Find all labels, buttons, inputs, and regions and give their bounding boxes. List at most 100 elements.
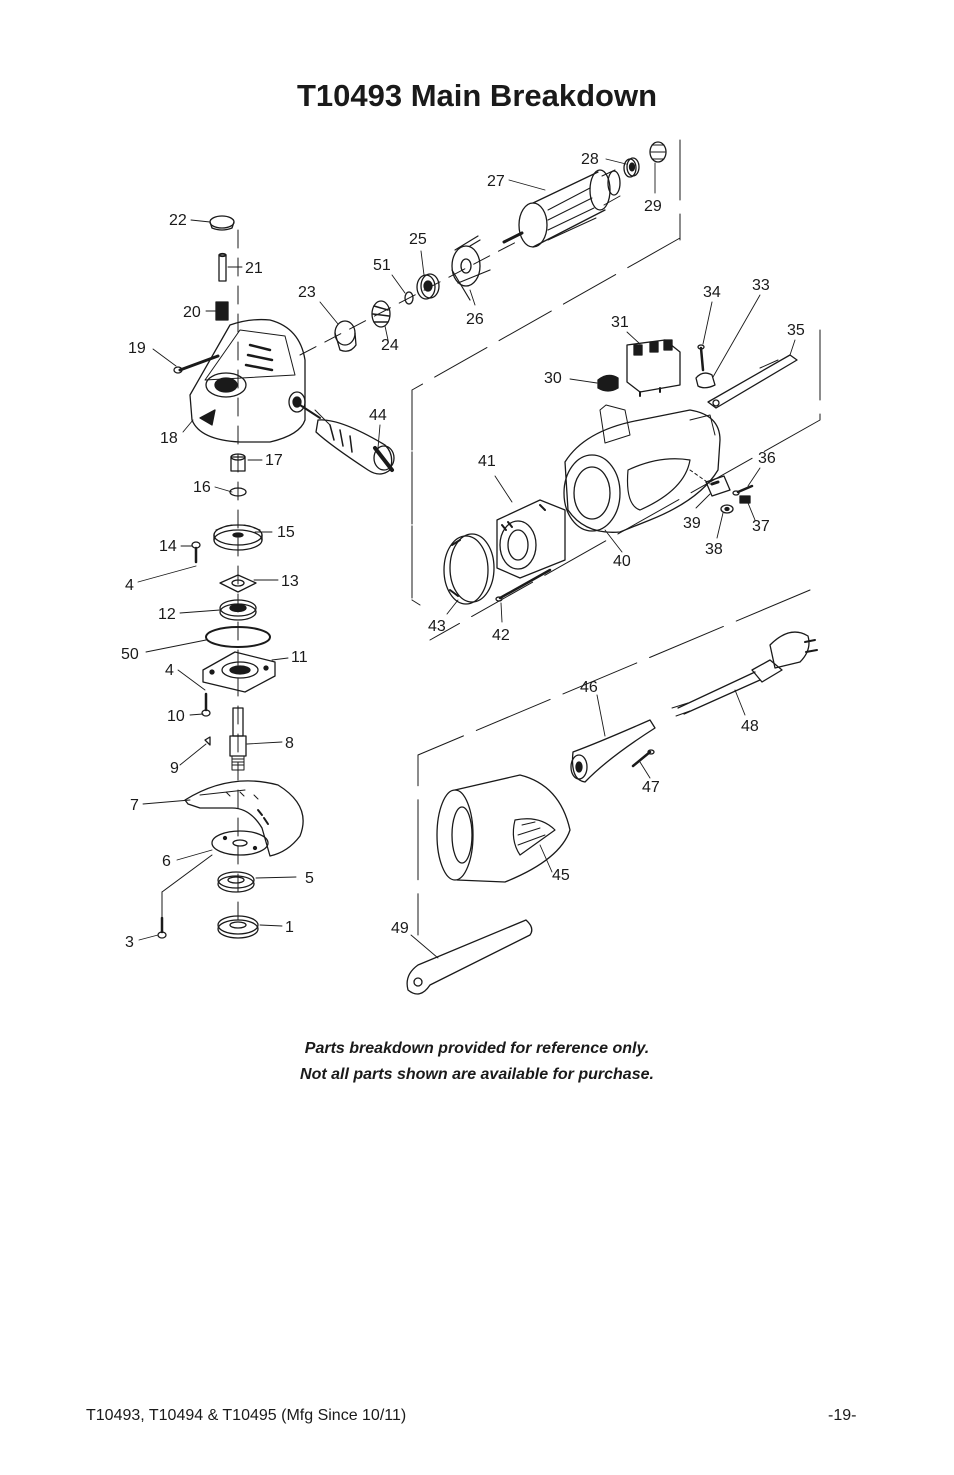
part-label-22: 22: [169, 212, 187, 229]
part-14-screw: [191, 541, 201, 564]
part-31-switch: [626, 339, 681, 397]
part-label-1: 1: [285, 919, 294, 936]
cord-frame-outline: [417, 589, 811, 936]
part-label-36: 36: [758, 450, 776, 467]
part-label-47: 47: [642, 779, 660, 796]
part-label-35: 35: [787, 322, 805, 339]
part-label-8: 8: [285, 735, 294, 752]
part-37-brush: [739, 495, 751, 504]
part-12-ball-bearing: [219, 599, 257, 621]
part-43-baffle: [443, 533, 495, 605]
part-label-13: 13: [281, 573, 299, 590]
part-label-12: 12: [158, 606, 176, 623]
part-41-field: [496, 499, 566, 579]
part-label-50: 50: [121, 646, 139, 663]
part-label-48: 48: [741, 718, 759, 735]
part-17-bushing: [230, 453, 246, 472]
part-label-10: 10: [167, 708, 185, 725]
part-27-armature: [502, 169, 621, 248]
part-label-41: 41: [478, 453, 496, 470]
part-5-outer-flange: [217, 871, 255, 893]
part-36-screw: [732, 484, 754, 496]
part-label-39: 39: [683, 515, 701, 532]
part-label-3: 3: [125, 934, 134, 951]
part-30-switch-button: [597, 374, 619, 392]
part-45-rear-housing: [436, 774, 571, 883]
part-label-21: 21: [245, 260, 263, 277]
footer-page-number: -19-: [828, 1407, 857, 1424]
armature-axis-line-2: [314, 409, 331, 426]
part-24-pinion-gear: [371, 300, 391, 328]
part-label-6: 6: [162, 853, 171, 870]
part-label-23: 23: [298, 284, 316, 301]
part-9-key: [204, 736, 211, 746]
leader-lines: [137, 158, 796, 959]
part-6-inner-flange: [211, 830, 269, 856]
part-label-31: 31: [611, 314, 629, 331]
part-29-bearing-cap: [649, 141, 667, 163]
part-label-46: 46: [580, 679, 598, 696]
part-label-17: 17: [265, 452, 283, 469]
part-label-20: 20: [183, 304, 201, 321]
brush-wire: [689, 469, 711, 485]
part-40-motor-housing: [563, 404, 721, 533]
part-label-45: 45: [552, 867, 570, 884]
part-50-o-ring: [205, 626, 271, 648]
part-label-30: 30: [544, 370, 562, 387]
footer-model-info: T10493, T10494 & T10495 (Mfg Since 10/11…: [86, 1407, 407, 1424]
part-label-43: 43: [428, 618, 446, 635]
part-42-screw: [495, 568, 552, 602]
part-25-bearing: [416, 273, 440, 300]
part-38-brush-cap: [720, 504, 734, 514]
motor-frame-outline: [411, 139, 681, 606]
part-34-screw: [697, 344, 705, 372]
part-label-4a: 4: [125, 577, 134, 594]
part-label-19: 19: [128, 340, 146, 357]
part-47-screw: [631, 749, 655, 768]
part-label-49: 49: [391, 920, 409, 937]
part-label-37: 37: [752, 518, 770, 535]
part-label-5: 5: [305, 870, 314, 887]
armature-axis-line: [299, 239, 521, 356]
part-label-40: 40: [613, 553, 631, 570]
part-39-brush-holder: [705, 475, 731, 497]
part-label-44: 44: [369, 407, 387, 424]
part-7-wheel-guard: [184, 780, 304, 857]
part-46-cord-sleeve: [570, 719, 656, 783]
part-label-34: 34: [703, 284, 721, 301]
part-label-9: 9: [170, 760, 179, 777]
part-number-labels: 1 3 4 4 5 6 7 8 9 10 11 12 13 14 15 16 1…: [121, 151, 805, 951]
part-15-bevel-gear: [213, 524, 263, 551]
part-44-side-handle: [299, 404, 395, 475]
reference-note-line-2: Not all parts shown are available for pu…: [300, 1066, 654, 1083]
motor-frame-outline-2: [429, 329, 821, 641]
part-label-25: 25: [409, 231, 427, 248]
part-10-screw: [201, 692, 211, 717]
part-label-42: 42: [492, 627, 510, 644]
part-8-spindle: [229, 707, 247, 771]
part-16-retaining-ring: [229, 487, 247, 497]
part-label-15: 15: [277, 524, 295, 541]
part-13-bearing-plate: [219, 574, 257, 593]
part-35-cord-guide: [707, 354, 798, 409]
part-label-16: 16: [193, 479, 211, 496]
part-label-26: 26: [466, 311, 484, 328]
part-51-washer: [404, 291, 414, 305]
part-28-bearing: [623, 157, 640, 178]
reference-note-line-1: Parts breakdown provided for reference o…: [304, 1040, 650, 1057]
part-label-7: 7: [130, 797, 139, 814]
part-33-clamp: [695, 372, 716, 389]
part-label-38: 38: [705, 541, 723, 558]
part-20-spring: [215, 301, 229, 321]
part-label-33: 33: [752, 277, 770, 294]
part-11-bearing-housing: [202, 651, 276, 693]
part-label-18: 18: [160, 430, 178, 447]
part-1-washer: [217, 915, 259, 939]
page-title: T10493 Main Breakdown: [296, 78, 658, 113]
part-label-11: 11: [291, 649, 308, 666]
part-49-spanner-wrench: [406, 919, 533, 995]
part-48-power-cord: [671, 631, 818, 717]
part-21-pin: [218, 252, 227, 282]
part-label-4b: 4: [165, 662, 174, 679]
